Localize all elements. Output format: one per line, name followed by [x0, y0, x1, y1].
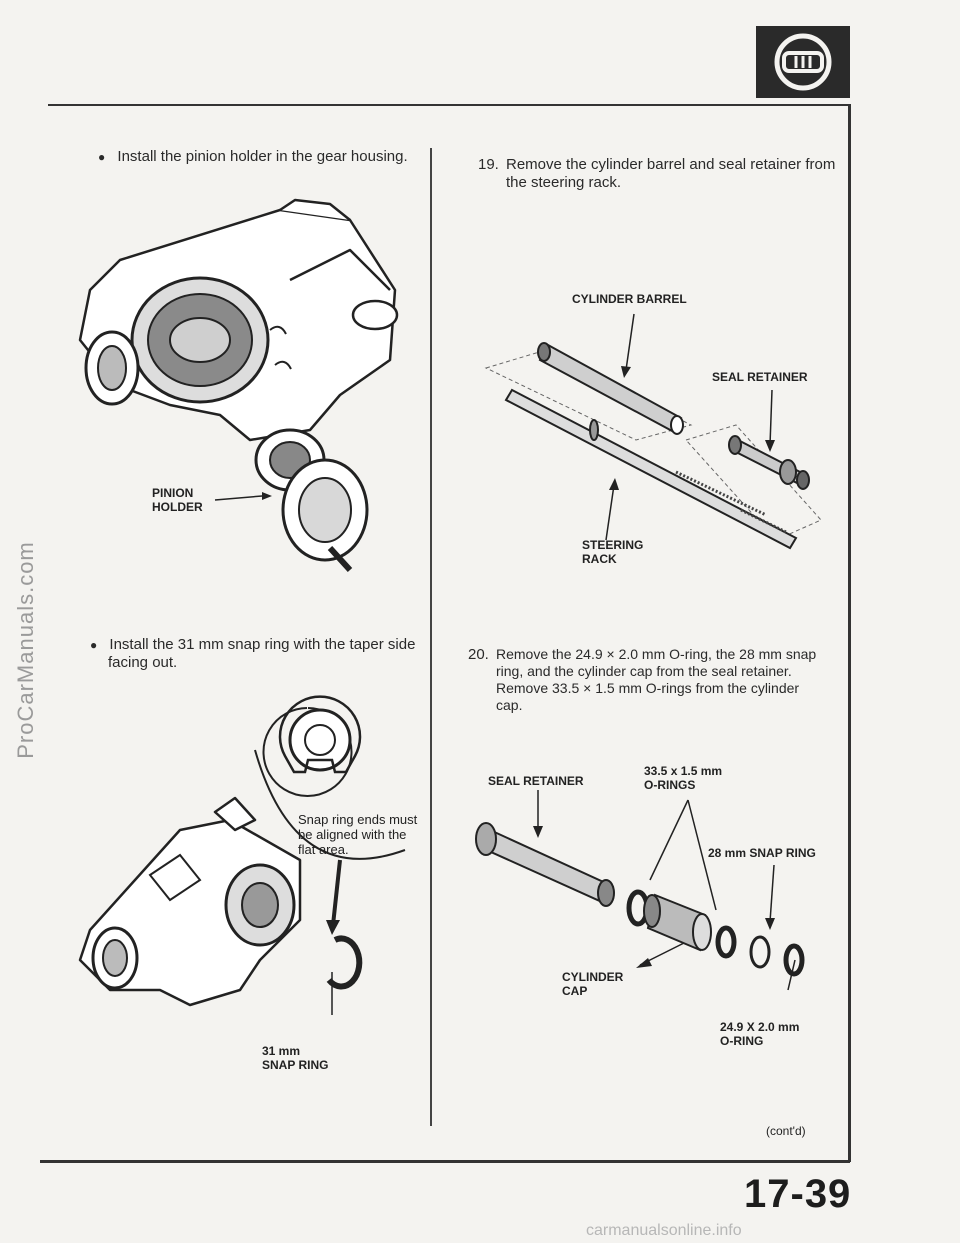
- steering-rack-label: STEERING RACK: [582, 538, 643, 566]
- seal-retainer-exploded-illustration: [475, 790, 805, 991]
- seal-retainer-label: SEAL RETAINER: [712, 370, 808, 384]
- snap-ring-28-label: 28 mm SNAP RING: [708, 846, 816, 860]
- step-20-line1: Remove the 24.9 × 2.0 mm O-ring, the 28 …: [496, 646, 817, 662]
- orings-33-label: 33.5 x 1.5 mm O-RINGS: [644, 764, 722, 792]
- steering-rack-label-line2: RACK: [582, 552, 617, 566]
- pinion-holder-label: PINION HOLDER: [152, 486, 203, 514]
- step-install-snap-ring: Install the 31 mm snap ring with the tap…: [90, 636, 415, 654]
- step-20-text: Remove the 24.9 × 2.0 mm O-ring, the 28 …: [496, 646, 816, 714]
- cylinder-barrel-label: CYLINDER BARREL: [572, 292, 687, 306]
- snap-ring-31-label-line2: SNAP RING: [262, 1058, 329, 1072]
- step-19-line1: Remove the cylinder barrel and seal reta…: [506, 156, 836, 173]
- snap-ring-illustration: [78, 695, 406, 1015]
- step-19-line2: the steering rack.: [506, 174, 622, 191]
- step-install-snap-ring-cont: facing out.: [108, 654, 177, 672]
- footer-watermark: carmanualsonline.info: [586, 1222, 742, 1239]
- oring-24-label-line2: O-RING: [720, 1034, 764, 1048]
- step-20-line3: Remove 33.5 × 1.5 mm O-rings from the cy…: [496, 680, 800, 696]
- pinion-holder-label-line2: HOLDER: [152, 500, 203, 514]
- snap-ring-note-line3: flat area.: [298, 842, 349, 857]
- pinion-holder-label-line1: PINION: [152, 486, 194, 500]
- step-install-snap-ring-line1: Install the 31 mm snap ring with the tap…: [109, 636, 416, 653]
- orings-33-label-line2: O-RINGS: [644, 778, 696, 792]
- step-19-number: 19.: [478, 156, 499, 173]
- steering-section-icon: [756, 26, 850, 98]
- side-watermark: ProCarManuals.com: [6, 500, 46, 800]
- step-20-line4: cap.: [496, 697, 523, 713]
- step-install-snap-ring-line2: facing out.: [108, 654, 178, 671]
- snap-ring-note-line1: Snap ring ends must: [298, 812, 418, 827]
- orings-33-label-line1: 33.5 x 1.5 mm: [644, 764, 723, 778]
- step-20-line2: ring, and the cylinder cap from the seal…: [496, 663, 792, 679]
- side-watermark-text: ProCarManuals.com: [13, 541, 38, 759]
- cylinder-cap-label: CYLINDER CAP: [562, 970, 623, 998]
- continued-note: (cont'd): [766, 1124, 806, 1138]
- seal-retainer-label-2: SEAL RETAINER: [488, 774, 584, 788]
- step-install-pinion-holder-text: Install the pinion holder in the gear ho…: [117, 148, 408, 165]
- steering-rack-label-line1: STEERING: [582, 538, 644, 552]
- cylinder-cap-label-line1: CYLINDER: [562, 970, 624, 984]
- column-divider: [430, 148, 432, 1126]
- snap-ring-note: Snap ring ends must be aligned with the …: [298, 812, 417, 857]
- oring-24-label: 24.9 X 2.0 mm O-RING: [720, 1020, 799, 1048]
- step-20-number: 20.: [468, 646, 489, 663]
- frame-right-rule: [848, 104, 851, 1162]
- frame-top-rule: [48, 104, 850, 106]
- frame-bottom-rule: [40, 1160, 850, 1163]
- oring-24-label-line1: 24.9 X 2.0 mm: [720, 1020, 800, 1034]
- page-number: 17-39: [744, 1172, 852, 1216]
- snap-ring-note-line2: be aligned with the: [298, 827, 407, 842]
- rack-barrel-illustration: [484, 313, 822, 550]
- gear-housing-illustration: [78, 198, 399, 573]
- snap-ring-31-label: 31 mm SNAP RING: [262, 1044, 328, 1072]
- step-install-pinion-holder: Install the pinion holder in the gear ho…: [98, 148, 408, 166]
- snap-ring-31-label-line1: 31 mm: [262, 1044, 301, 1058]
- cylinder-cap-label-line2: CAP: [562, 984, 588, 998]
